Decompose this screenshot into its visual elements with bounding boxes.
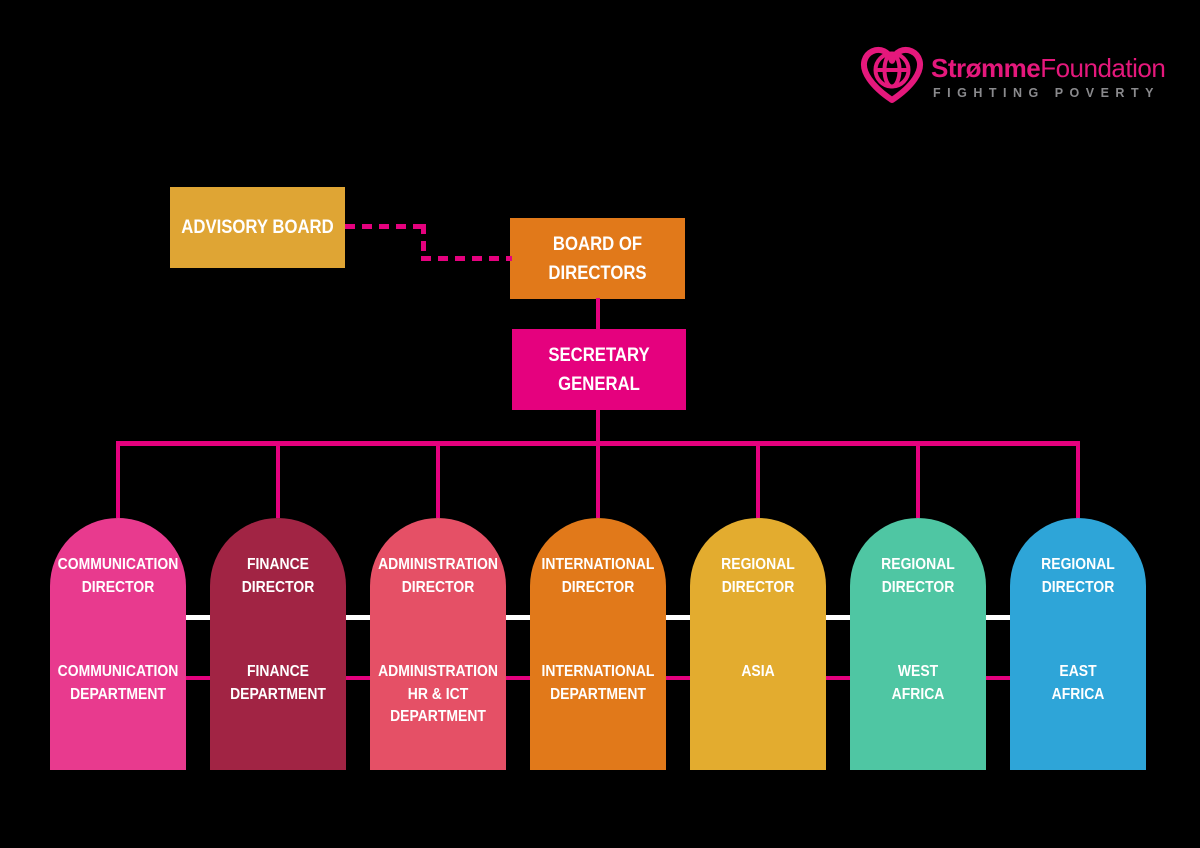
director-label: REGIONAL DIRECTOR xyxy=(1041,556,1115,596)
department-label: INTERNATIONAL DEPARTMENT xyxy=(541,663,655,703)
drop-line-west-africa xyxy=(915,441,921,518)
director-label: INTERNATIONAL DIRECTOR xyxy=(541,556,655,596)
brand-name: StrømmeFoundation xyxy=(931,53,1166,84)
secretary-general-label: SECRETARY GENERAL xyxy=(548,344,650,395)
advisory-board-label: ADVISORY BOARD xyxy=(181,216,334,238)
department-label: ASIA xyxy=(741,663,775,680)
brand-foundation: Foundation xyxy=(1040,53,1166,83)
director-label: COMMUNICATION DIRECTOR xyxy=(57,556,179,596)
secretary-general-node: SECRETARY GENERAL xyxy=(512,329,686,410)
drop-line-administration xyxy=(435,441,441,518)
department-label: WEST AFRICA xyxy=(891,663,945,703)
column-international: INTERNATIONAL DIRECTOR INTERNATIONAL DEP… xyxy=(530,518,666,770)
brand-tagline: FIGHTING POVERTY xyxy=(933,86,1160,100)
drop-line-asia xyxy=(755,441,761,518)
drop-line-east-africa xyxy=(1075,441,1081,518)
column-regional-east-africa: REGIONAL DIRECTOR EAST AFRICA xyxy=(1010,518,1146,770)
director-label: FINANCE DIRECTOR xyxy=(241,556,315,596)
column-administration: ADMINISTRATION DIRECTOR ADMINISTRATION H… xyxy=(370,518,506,770)
connector-board-to-secretary xyxy=(595,298,601,329)
brand-stromme: Strømme xyxy=(931,53,1041,83)
connector-secretary-to-trunk xyxy=(595,410,601,443)
drop-line-international xyxy=(595,441,601,518)
department-label: FINANCE DEPARTMENT xyxy=(230,663,326,703)
director-label: ADMINISTRATION DIRECTOR xyxy=(378,556,498,596)
column-finance: FINANCE DIRECTOR FINANCE DEPARTMENT xyxy=(210,518,346,770)
advisory-dashed-link-segment-2 xyxy=(421,256,512,261)
department-label: ADMINISTRATION HR & ICT DEPARTMENT xyxy=(378,663,498,725)
board-of-directors-label: BOARD OF DIRECTORS xyxy=(548,233,647,284)
advisory-dashed-link-elbow xyxy=(421,224,426,260)
column-communication: COMMUNICATION DIRECTOR COMMUNICATION DEP… xyxy=(50,518,186,770)
advisory-dashed-link-segment-1 xyxy=(345,224,425,229)
drop-line-finance xyxy=(275,441,281,518)
department-label: EAST AFRICA xyxy=(1051,663,1105,703)
heart-globe-icon xyxy=(856,40,928,108)
column-regional-west-africa: REGIONAL DIRECTOR WEST AFRICA xyxy=(850,518,986,770)
board-of-directors-node: BOARD OF DIRECTORS xyxy=(510,218,685,299)
column-regional-asia: REGIONAL DIRECTOR ASIA xyxy=(690,518,826,770)
drop-line-communication xyxy=(115,441,121,518)
advisory-board-node: ADVISORY BOARD xyxy=(170,187,345,268)
director-label: REGIONAL DIRECTOR xyxy=(721,556,795,596)
department-label: COMMUNICATION DEPARTMENT xyxy=(57,663,179,703)
director-label: REGIONAL DIRECTOR xyxy=(881,556,955,596)
